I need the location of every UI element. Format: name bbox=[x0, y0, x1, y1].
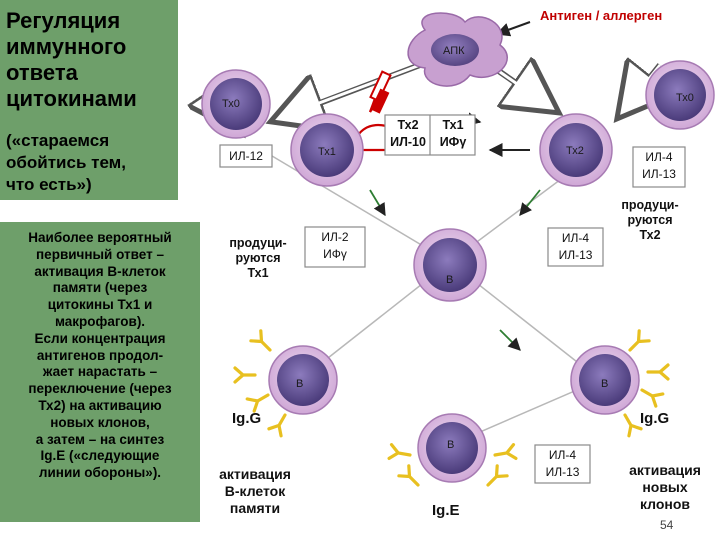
apc-cell bbox=[407, 12, 508, 87]
cell-label-b-right: В bbox=[601, 378, 608, 390]
label-memory-activation: активация В-клеток памяти bbox=[219, 466, 291, 516]
cell-th1 bbox=[290, 113, 364, 187]
title-panel bbox=[0, 0, 178, 200]
label-produced-th2: продуци- руются Тх2 bbox=[621, 198, 679, 242]
box-il2-ifg: ИЛ-2 ИФγ bbox=[321, 230, 349, 261]
cell-label-th0-right: Тх0 bbox=[676, 92, 694, 104]
slide-number: 54 bbox=[660, 518, 674, 532]
cell-label-b-bottom: В bbox=[447, 439, 454, 451]
box-th1-ifg: Тх1 ИФγ bbox=[439, 118, 467, 149]
note-text: Наиболее вероятный первичный ответ – акт… bbox=[28, 230, 172, 481]
inhibition-block-apc bbox=[369, 70, 392, 103]
cell-label-th1: Тх1 bbox=[318, 146, 336, 158]
antibody-icon bbox=[387, 443, 412, 461]
label-new-clones-activation: активация новых клонов bbox=[629, 462, 701, 512]
cell-label-b-left: В bbox=[296, 378, 303, 390]
antibody-icon bbox=[640, 388, 665, 408]
slide-subtitle: («стараемся обойтись тем, что есть») bbox=[6, 131, 126, 194]
antibody-icon bbox=[397, 464, 420, 487]
cell-label-apc: АПК bbox=[443, 45, 465, 57]
cell-th0-left bbox=[201, 69, 271, 139]
cytokine-boxes bbox=[219, 114, 686, 484]
cell-label-th2: Тх2 bbox=[566, 145, 584, 157]
box-il4-il13-top: ИЛ-4 ИЛ-13 bbox=[642, 150, 676, 181]
antibody-icon bbox=[486, 464, 509, 487]
antibodies-layer bbox=[233, 329, 670, 487]
inhibition-block-fill bbox=[370, 88, 390, 114]
antibody-icon bbox=[646, 363, 670, 381]
box-th2-il10: Тх2 ИЛ-10 bbox=[390, 118, 426, 149]
antibody-icon bbox=[249, 329, 272, 352]
label-produced-th1: продуци- руются Тх1 bbox=[229, 236, 287, 280]
antigen-label: Антиген / аллерген bbox=[540, 8, 663, 23]
cell-label-b-center: В bbox=[446, 274, 453, 286]
antibody-icon bbox=[245, 393, 270, 413]
label-igg-left: Ig.G bbox=[232, 410, 262, 427]
antibody-icon bbox=[628, 329, 651, 352]
antigen-pointer bbox=[495, 21, 531, 37]
antibody-icon bbox=[233, 366, 257, 384]
box-il12: ИЛ-12 bbox=[229, 149, 263, 163]
antibody-icon bbox=[623, 413, 643, 438]
cytokine-arrows bbox=[369, 189, 541, 351]
cell-b-bottom bbox=[417, 413, 487, 483]
cell-label-th0-left: Тх0 bbox=[222, 98, 240, 110]
cell-th2 bbox=[539, 113, 613, 187]
label-ige: Ig.E bbox=[432, 502, 460, 519]
cell-b-left bbox=[268, 345, 338, 415]
cells-layer bbox=[201, 60, 715, 483]
label-igg-right: Ig.G bbox=[640, 410, 670, 427]
box-il4-il13-mid: ИЛ-4 ИЛ-13 bbox=[558, 231, 593, 262]
antibody-icon bbox=[267, 413, 287, 438]
antibody-icon bbox=[493, 443, 518, 461]
cell-th0-right bbox=[645, 60, 715, 130]
note-panel bbox=[0, 222, 200, 522]
cell-b-center bbox=[413, 228, 487, 302]
slide-title: Регуляция иммунного ответа цитокинами bbox=[6, 8, 137, 111]
box-il4-il13-bottom: ИЛ-4 ИЛ-13 bbox=[545, 448, 580, 479]
cell-b-right bbox=[570, 345, 640, 415]
